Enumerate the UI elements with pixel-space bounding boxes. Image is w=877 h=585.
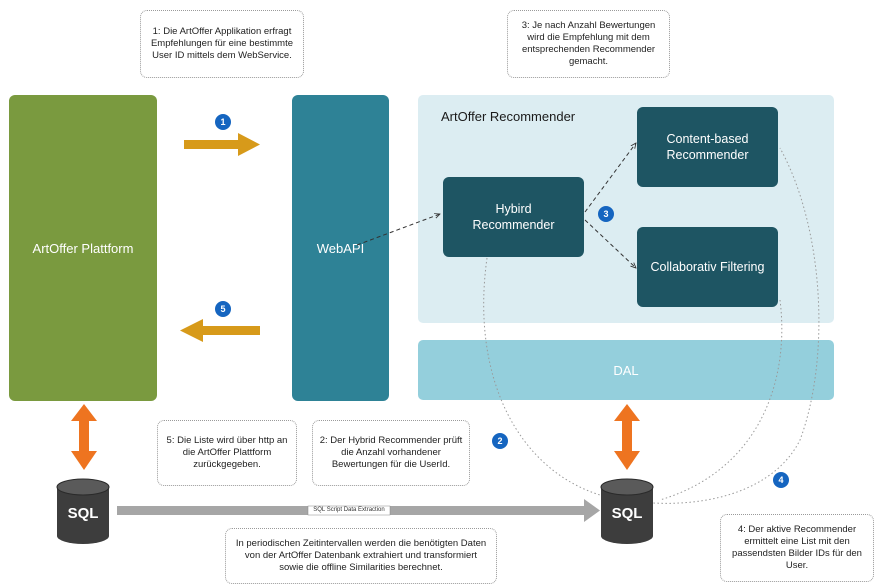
collaborative-filtering-box: Collaborativ Filtering bbox=[637, 227, 778, 307]
collaborative-filtering-label: Collaborativ Filtering bbox=[650, 260, 765, 274]
dal-db-arrow bbox=[614, 404, 640, 470]
artoffer-recommender-title: ArtOffer Recommender bbox=[441, 109, 576, 124]
note-step-3: 3: Je nach Anzahl Bewertungen wird die E… bbox=[507, 10, 670, 78]
step-badge-3: 3 bbox=[598, 206, 614, 222]
response-arrow bbox=[180, 319, 260, 342]
hybrid-recommender-box: Hybird Recommender bbox=[443, 177, 584, 257]
note-step-4: 4: Der aktive Recommender ermittelt eine… bbox=[720, 514, 874, 582]
hybrid-recommender-label: Hybird Recommender bbox=[472, 202, 555, 232]
note-step-1: 1: Die ArtOffer Applikation erfragt Empf… bbox=[140, 10, 304, 78]
content-based-recommender-label: Content-based Recommender bbox=[666, 132, 749, 162]
artoffer-platform-box: ArtOffer Plattform bbox=[9, 95, 157, 401]
step-badge-1: 1 bbox=[215, 114, 231, 130]
step-badge-5: 5 bbox=[215, 301, 231, 317]
source-database-label: SQL bbox=[67, 505, 99, 522]
content-based-recommender-box: Content-based Recommender bbox=[637, 107, 778, 187]
recommender-database-label: SQL bbox=[611, 505, 643, 522]
etl-label: SQL Script Data Extraction bbox=[313, 507, 385, 513]
note-step-2: 2: Der Hybrid Recommender prüft die Anza… bbox=[312, 420, 470, 486]
webapi-box: WebAPI bbox=[292, 95, 389, 401]
dal-box: DAL bbox=[418, 340, 834, 400]
artoffer-platform-label: ArtOffer Plattform bbox=[32, 240, 134, 256]
webapi-label: WebAPI bbox=[316, 240, 365, 256]
note-step-5: 5: Die Liste wird über http an die ArtOf… bbox=[157, 420, 297, 486]
dotted-collab-link bbox=[659, 299, 783, 501]
platform-db-arrow bbox=[71, 404, 97, 470]
step-badge-4: 4 bbox=[773, 472, 789, 488]
step-badge-2: 2 bbox=[492, 433, 508, 449]
note-periodic-extraction: In periodischen Zeitintervallen werden d… bbox=[225, 528, 497, 584]
dal-label: DAL bbox=[613, 362, 639, 378]
request-arrow bbox=[184, 133, 260, 156]
